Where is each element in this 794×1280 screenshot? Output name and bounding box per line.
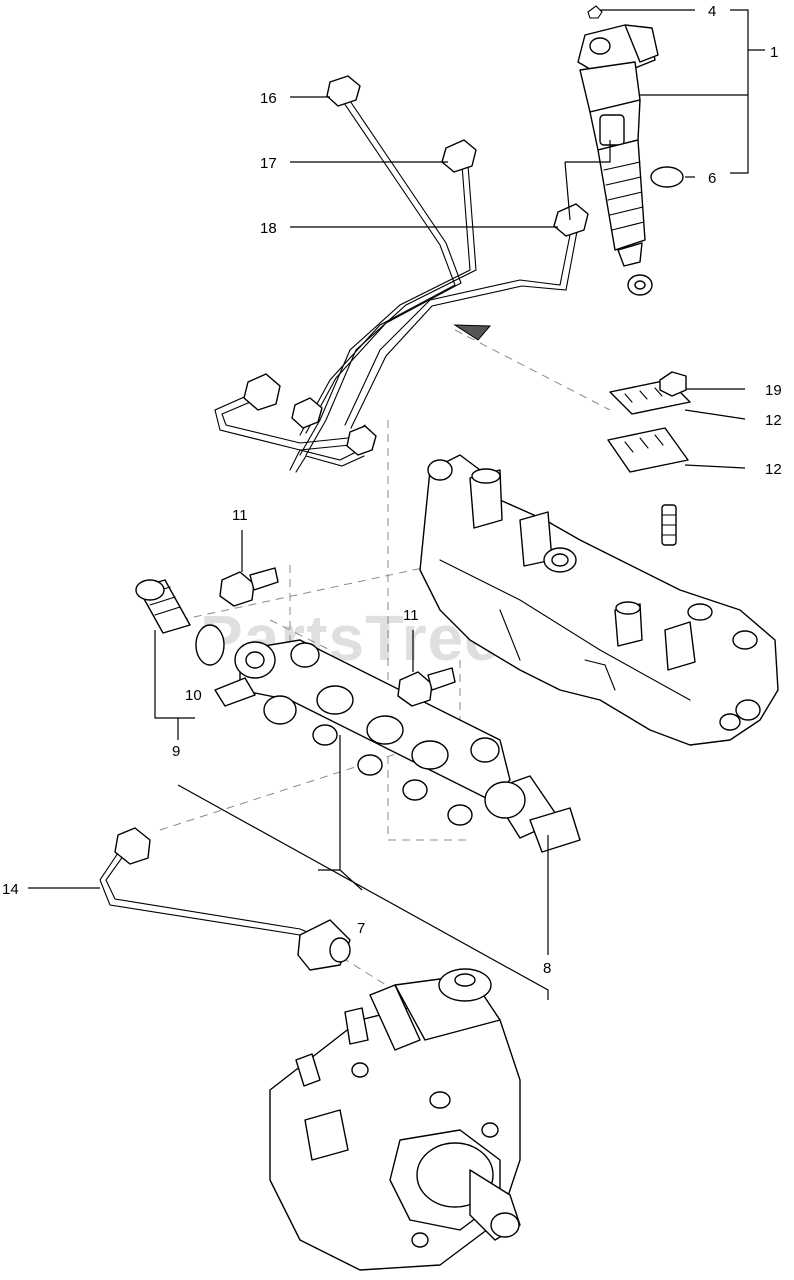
callout-6: 6 bbox=[708, 170, 716, 187]
callout-14: 14 bbox=[2, 881, 19, 898]
callout-1: 1 bbox=[770, 44, 778, 61]
callout-10: 10 bbox=[185, 687, 202, 704]
common-rail bbox=[214, 639, 581, 853]
callout-19: 19 bbox=[765, 382, 782, 399]
banjo-bolts bbox=[219, 567, 456, 707]
injection-pipes bbox=[214, 75, 589, 473]
callout-18: 18 bbox=[260, 220, 277, 237]
high-pressure-pipe bbox=[99, 827, 351, 971]
callout-11-left: 11 bbox=[232, 507, 248, 524]
callout-11-right: 11 bbox=[403, 607, 419, 624]
callout-labels: 4 1 6 16 17 18 19 12 12 11 11 10 9 14 7 … bbox=[2, 3, 782, 977]
direction-arrow bbox=[453, 324, 492, 341]
pipe-clamps bbox=[607, 371, 691, 546]
callout-8: 8 bbox=[543, 960, 551, 977]
callout-7: 7 bbox=[357, 920, 365, 937]
callout-4: 4 bbox=[708, 3, 716, 20]
o-ring bbox=[650, 166, 684, 188]
callout-17: 17 bbox=[260, 155, 277, 172]
sealing-washer bbox=[195, 624, 225, 666]
leader-lines bbox=[28, 9, 765, 1000]
callout-9: 9 bbox=[172, 743, 180, 760]
callout-12-lower: 12 bbox=[765, 461, 782, 478]
fuel-injector bbox=[577, 5, 659, 296]
callout-16: 16 bbox=[260, 90, 277, 107]
rail-mounting-bracket bbox=[419, 454, 779, 746]
rail-plug bbox=[135, 579, 191, 634]
high-pressure-pump bbox=[269, 968, 521, 1271]
callout-12-upper: 12 bbox=[765, 412, 782, 429]
